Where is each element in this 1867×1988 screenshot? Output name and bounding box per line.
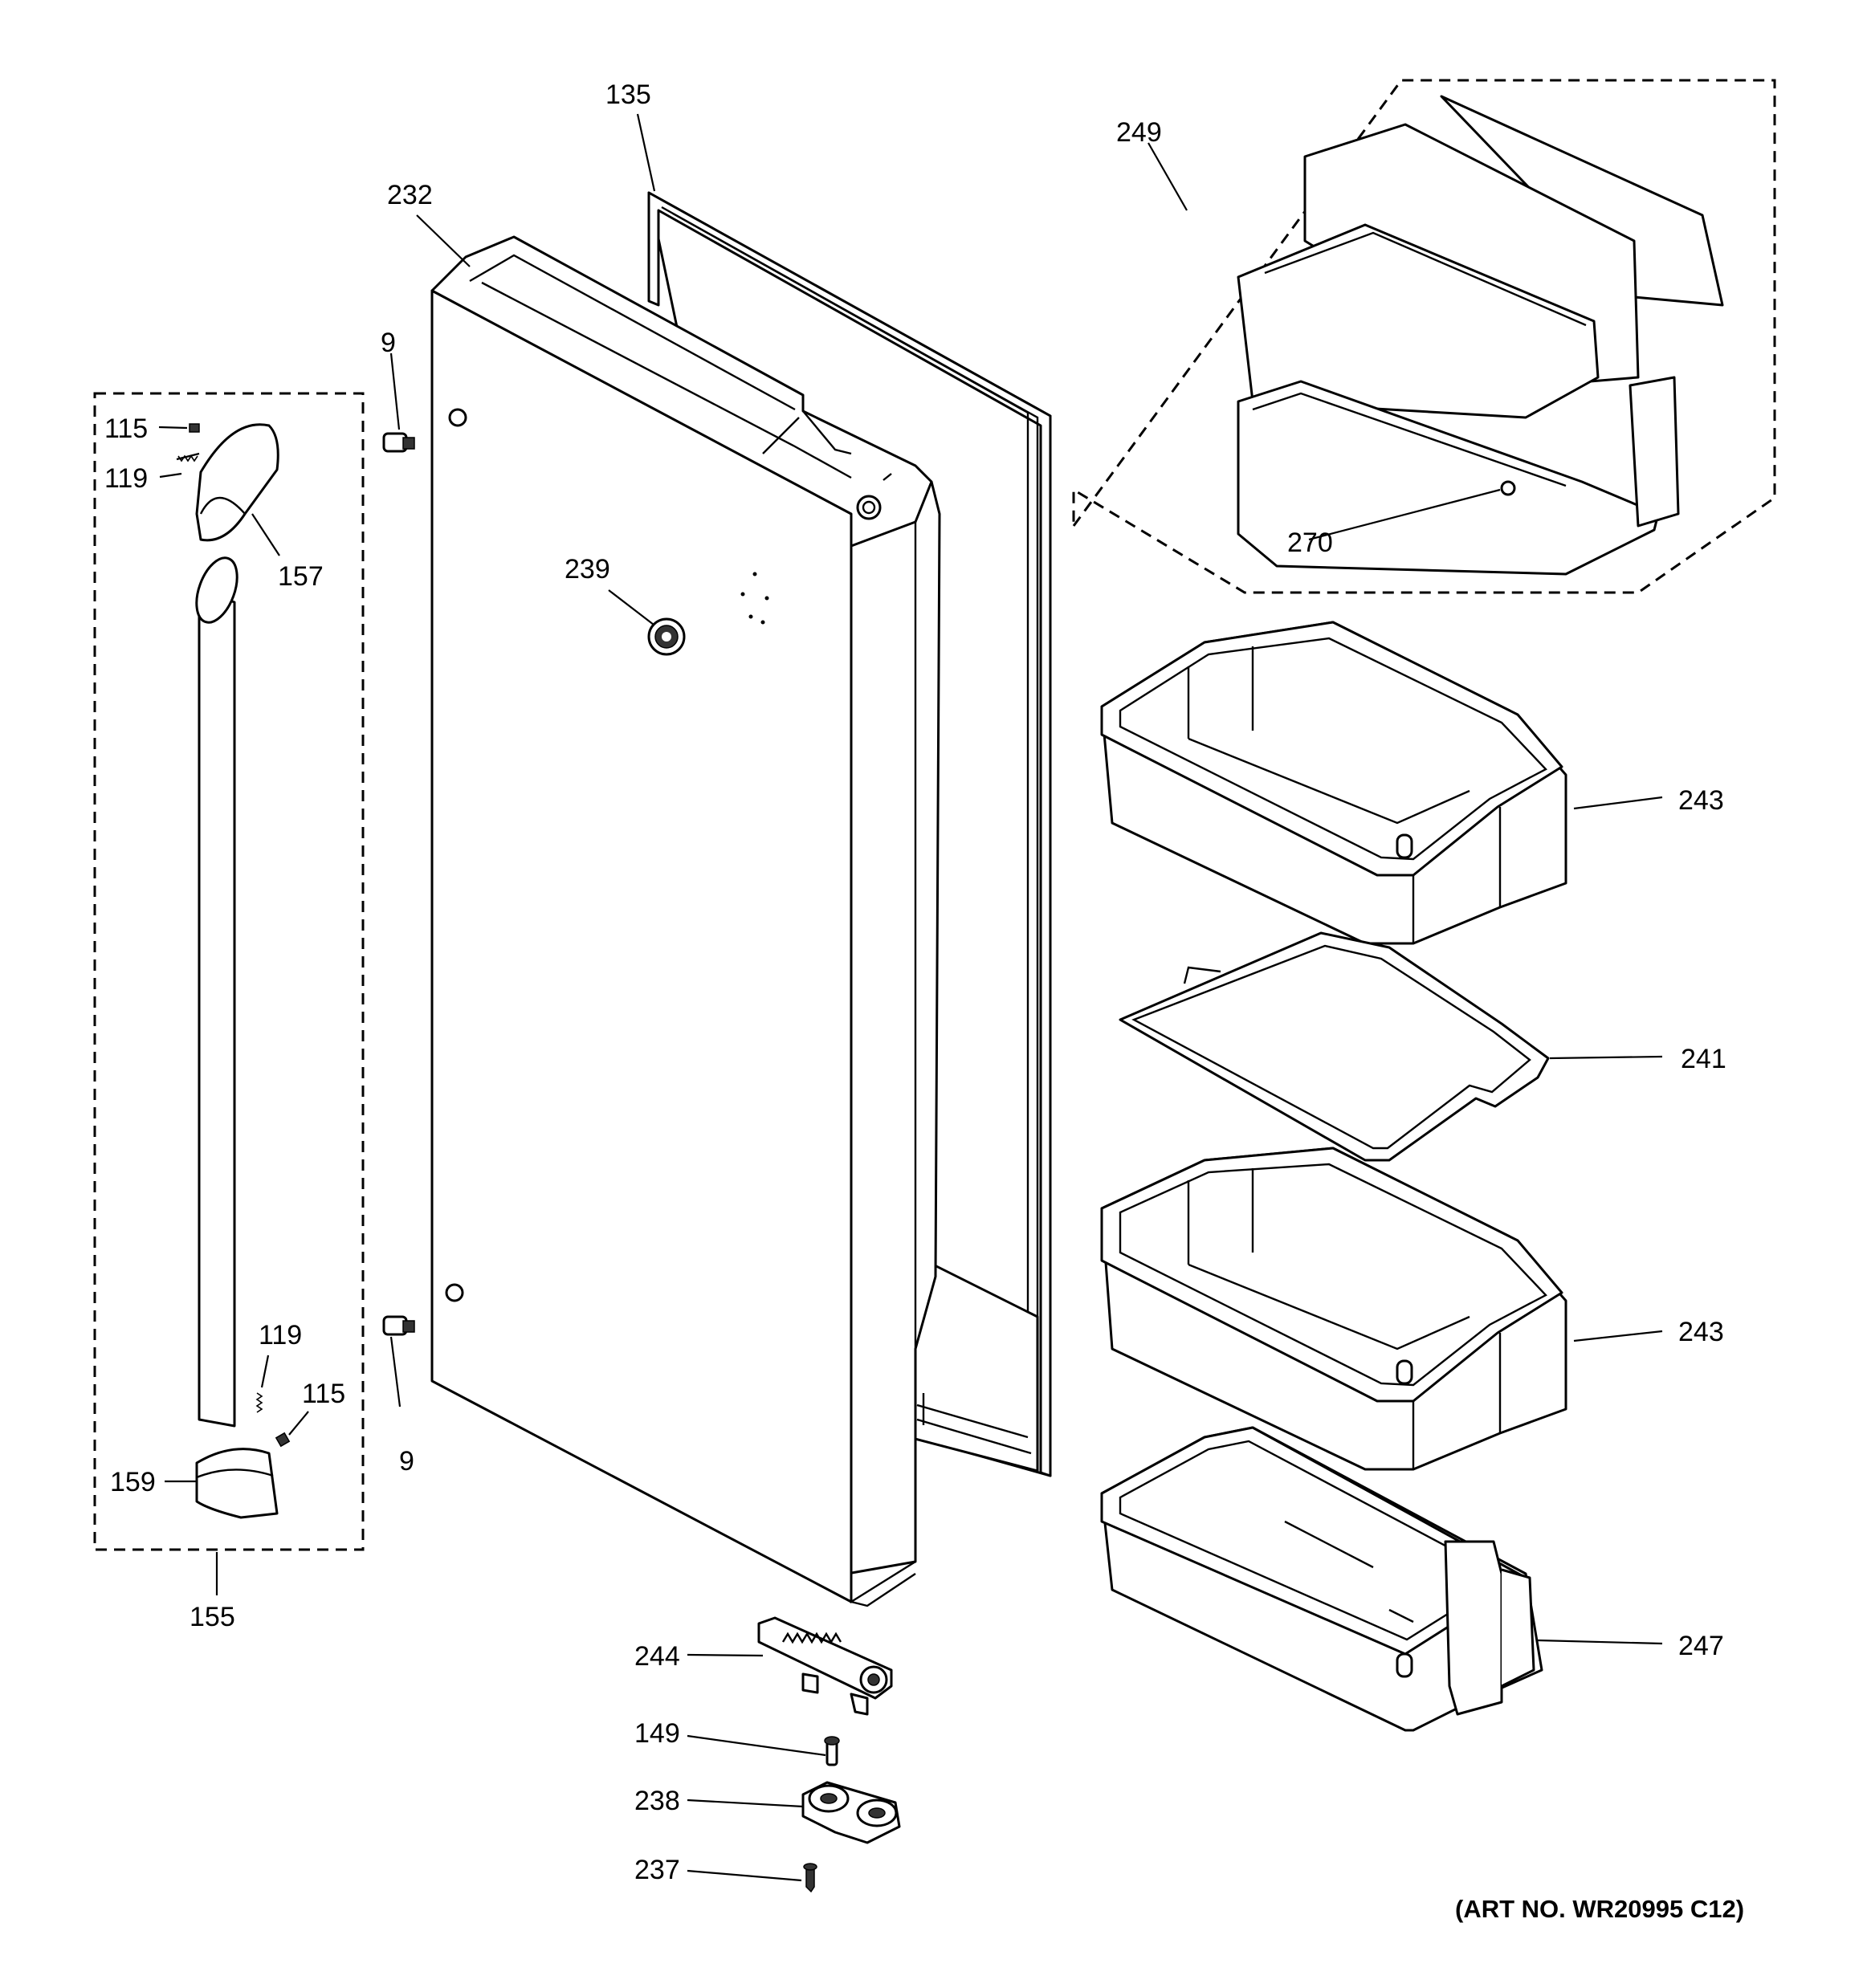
callout-157: 157 [278, 561, 324, 592]
callout-241: 241 [1681, 1044, 1726, 1074]
callout-135: 135 [605, 79, 651, 110]
leader-lines [158, 113, 1663, 1882]
callout-237: 237 [634, 1855, 680, 1885]
handle-assembly-box [93, 392, 365, 1551]
callout-115-bottom: 115 [302, 1379, 345, 1409]
hinge-pin-bottom-icon [382, 1315, 415, 1336]
refrigerator-door-icon [430, 235, 941, 1607]
screw-icon [824, 1736, 840, 1766]
hinge-icon [757, 1616, 893, 1716]
bin-assembly-box [1072, 79, 1776, 594]
door-bin-icon [1237, 95, 1724, 576]
callout-244: 244 [634, 1641, 680, 1672]
callout-115-top: 115 [104, 413, 148, 444]
callout-270: 270 [1287, 528, 1333, 558]
door-handle-icon [176, 423, 291, 1519]
callout-232: 232 [387, 180, 433, 210]
callout-9-bottom: 9 [399, 1446, 414, 1477]
callout-119-bottom: 119 [259, 1320, 302, 1350]
callout-239: 239 [565, 554, 610, 585]
callout-243-top: 243 [1678, 785, 1724, 816]
callout-149: 149 [634, 1718, 680, 1749]
callout-159: 159 [110, 1467, 156, 1497]
callout-243-bottom: 243 [1678, 1317, 1724, 1347]
hinge-pin-top-icon [382, 432, 415, 453]
callout-9-top: 9 [381, 328, 396, 358]
callout-238: 238 [634, 1786, 680, 1816]
door-shelf-icon [1119, 931, 1550, 1162]
door-bin-icon [1100, 621, 1567, 945]
callout-249: 249 [1116, 117, 1162, 148]
art-number: (ART NO. WR20995 C12) [1455, 1895, 1744, 1923]
callout-155: 155 [190, 1602, 235, 1632]
door-bin-icon [1100, 1426, 1543, 1732]
screw-icon [803, 1863, 817, 1893]
hinge-bracket-icon [801, 1781, 901, 1844]
callout-119-top: 119 [104, 463, 148, 494]
door-bin-icon [1100, 1147, 1567, 1471]
callout-247: 247 [1678, 1631, 1724, 1661]
